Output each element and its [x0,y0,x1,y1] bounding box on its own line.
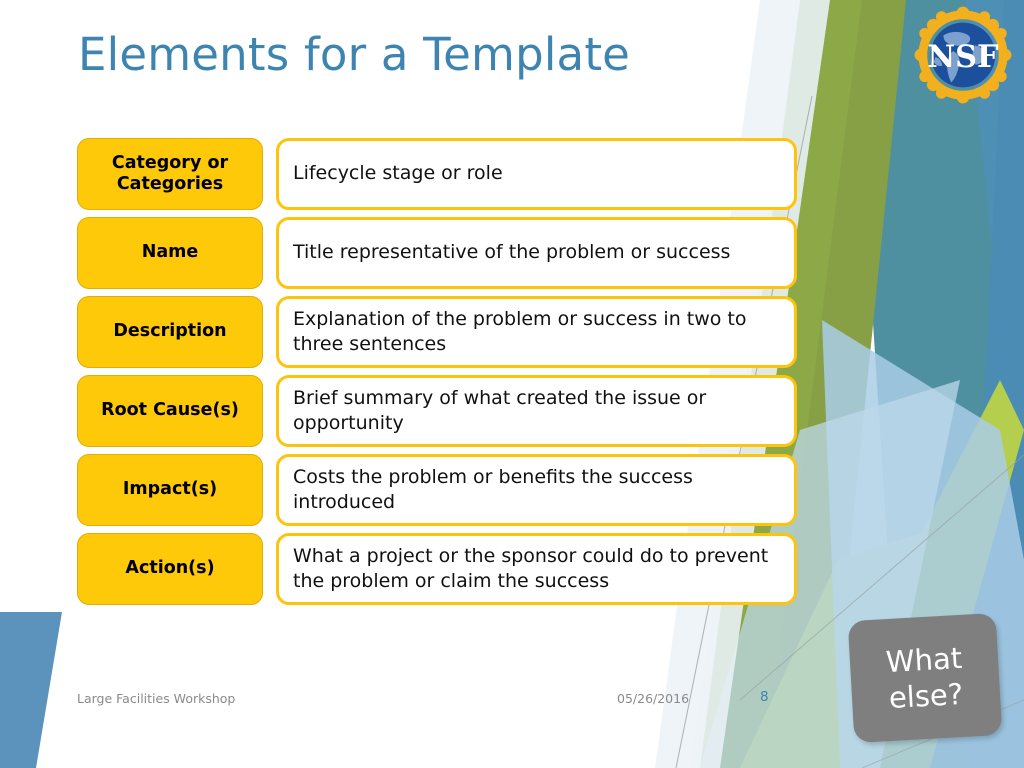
footer-date: 05/26/2016 [617,691,690,706]
row-label-category: Category or Categories [77,138,263,210]
bg-corner-wedge-bottom-left [0,612,62,768]
nsf-logo-ring [914,6,1012,104]
row-label-name: Name [77,217,263,289]
row-description-impact: Costs the problem or benefits the succes… [276,454,797,526]
table-row: Category or Categories Lifecycle stage o… [77,138,797,210]
nsf-logo-globe-continents [933,31,986,83]
table-row: Action(s) What a project or the sponsor … [77,533,797,605]
row-label-description: Description [77,296,263,368]
row-description-action: What a project or the sponsor could do t… [276,533,797,605]
table-row: Impact(s) Costs the problem or benefits … [77,454,797,526]
row-label-action: Action(s) [77,533,263,605]
nsf-logo-text: NSF [927,39,999,75]
row-description-description: Explanation of the problem or success in… [276,296,797,368]
bg-corner-wedge-bottom-left-2 [0,622,40,768]
what-else-line1: What [884,640,963,679]
table-row: Description Explanation of the problem o… [77,296,797,368]
footer-workshop-name: Large Facilities Workshop [77,691,236,706]
row-description-category: Lifecycle stage or role [276,138,797,210]
nsf-logo: NSF [914,6,1012,104]
row-description-name: Title representative of the problem or s… [276,217,797,289]
what-else-line2: else? [887,676,965,716]
table-row: Root Cause(s) Brief summary of what crea… [77,375,797,447]
table-row: Name Title representative of the problem… [77,217,797,289]
row-description-root-cause: Brief summary of what created the issue … [276,375,797,447]
footer-page-number: 8 [760,689,769,705]
page-title: Elements for a Template [78,28,631,81]
template-elements-table: Category or Categories Lifecycle stage o… [77,138,797,612]
what-else-callout: What else? [847,612,1003,744]
row-label-impact: Impact(s) [77,454,263,526]
row-label-root-cause: Root Cause(s) [77,375,263,447]
